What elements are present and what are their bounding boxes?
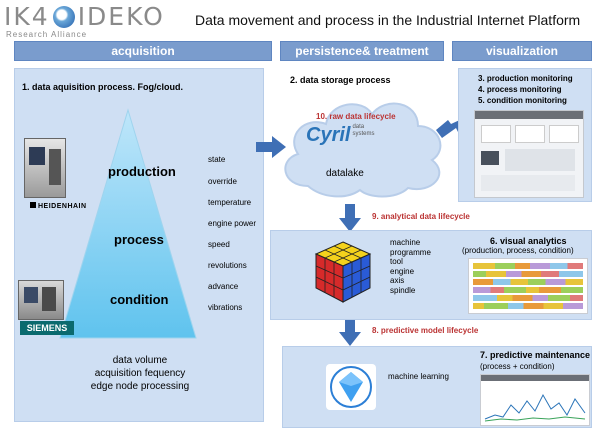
cyril-logo-main: Cyril xyxy=(306,124,351,146)
arrow-storage-to-visualization xyxy=(436,118,464,138)
pyramid-level-process: process xyxy=(114,232,164,247)
monitoring-item-condition: 5. condition monitoring xyxy=(478,96,567,105)
pyramid-level-condition: condition xyxy=(110,292,169,307)
logo-subtitle: Research Alliance xyxy=(6,30,88,39)
monitoring-item-production: 3. production monitoring xyxy=(478,74,573,83)
variable-temperature: temperature xyxy=(208,198,252,207)
footer-line-frequency: acquisition fequency xyxy=(94,368,186,379)
cnc-machine-image-bottom xyxy=(18,280,64,320)
acquisition-step-label: 1. data aquisition process. Fog/cloud. xyxy=(22,82,184,92)
header-visualization: visualization xyxy=(452,41,592,61)
raw-data-lifecycle-label: 10. raw data lifecycle xyxy=(316,112,396,121)
dimension-spindle: spindle xyxy=(390,285,416,295)
pyramid-graphic xyxy=(59,108,197,339)
dimension-engine: engine xyxy=(390,266,415,276)
predictive-maintenance-thumbnail xyxy=(480,374,590,426)
visual-analytics-title: 6. visual analytics xyxy=(490,236,567,246)
page-title: Data movement and process in the Industr… xyxy=(195,12,581,28)
cloud-shape xyxy=(284,102,442,198)
footer-line-volume: data volume xyxy=(112,355,168,366)
cube-icon xyxy=(314,241,372,303)
variable-state: state xyxy=(208,155,226,164)
cnc-machine-image-top xyxy=(24,138,66,198)
arrow-acquisition-to-storage xyxy=(256,136,286,158)
dimension-tool: tool xyxy=(390,257,403,266)
datalake-label: datalake xyxy=(326,168,364,179)
cyril-logo: Cyril data systems xyxy=(306,124,374,147)
variable-revolutions: revolutions xyxy=(208,261,247,270)
machine-learning-label: machine learning xyxy=(388,372,449,381)
siemens-logo: SIEMENS xyxy=(20,321,74,335)
variable-vibrations: vibrations xyxy=(208,303,243,312)
heidenhain-logo: HEIDENHAIN xyxy=(30,202,87,210)
monitoring-item-process: 4. process monitoring xyxy=(478,85,562,94)
visual-analytics-thumbnail xyxy=(468,258,588,314)
variable-override: override xyxy=(208,177,237,186)
predictive-maintenance-title: 7. predictive maintenance xyxy=(480,350,591,360)
analytics-dimensions-list: machine programme tool engine axis spind… xyxy=(390,238,431,295)
header-persistence: persistence& treatment xyxy=(280,41,444,61)
machine-learning-icon xyxy=(326,364,376,410)
predictive-lifecycle-label: 8. predictive model lifecycle xyxy=(372,326,479,335)
predictive-chart-thumbnail xyxy=(481,375,589,422)
analytical-lifecycle-label: 9. analytical data lifecycle xyxy=(372,212,470,221)
monitoring-list: 3. production monitoring 4. process moni… xyxy=(478,73,573,106)
dimension-programme: programme xyxy=(390,247,431,257)
variable-engine-power: engine power xyxy=(208,219,257,228)
arrow-storage-to-analytics xyxy=(339,204,361,232)
predictive-maintenance-subtitle: (process + condition) xyxy=(480,362,555,371)
pyramid-level-production: production xyxy=(108,164,176,179)
logo-brand-left: IK4 xyxy=(4,2,50,31)
acquisition-footer: data volume acquisition fequency edge no… xyxy=(60,354,220,393)
cyril-logo-sub2: systems xyxy=(352,131,375,137)
monitoring-dashboard-thumbnail xyxy=(474,110,584,198)
header-acquisition: acquisition xyxy=(14,41,272,61)
dimension-axis: axis xyxy=(390,276,405,285)
storage-step-label: 2. data storage process xyxy=(290,75,391,85)
visual-analytics-subtitle: (production, process, condition) xyxy=(462,246,574,255)
cyril-logo-sub1: data xyxy=(352,124,365,130)
arrow-analytics-to-predictive xyxy=(339,320,361,346)
variable-speed: speed xyxy=(208,240,230,249)
footer-line-edge: edge node processing xyxy=(90,381,190,392)
dimension-machine: machine xyxy=(390,238,421,247)
variable-advance: advance xyxy=(208,282,239,291)
globe-icon xyxy=(52,6,75,28)
ik4-ideko-logo: IK4 IDEKO xyxy=(4,4,165,30)
logo-brand-right: IDEKO xyxy=(77,2,165,31)
heidenhain-text: HEIDENHAIN xyxy=(38,203,87,210)
